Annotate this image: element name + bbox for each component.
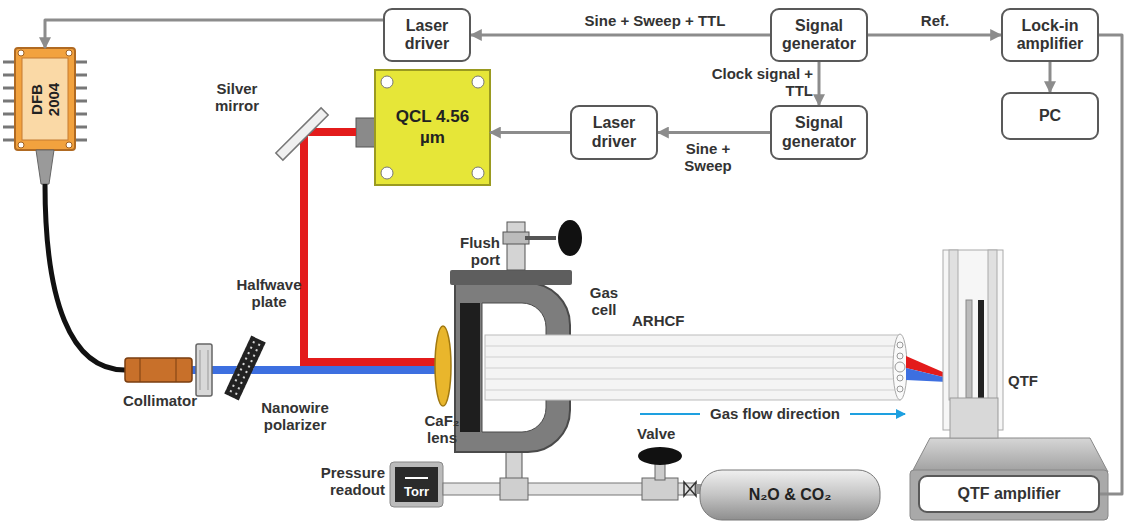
node-text: N₂O & CO₂	[749, 486, 832, 504]
part-label: QTF	[1008, 372, 1048, 389]
signal-connector	[490, 131, 570, 134]
part-label: Silver mirror	[205, 80, 269, 115]
node-text: Pressure readout	[295, 464, 385, 499]
signal-connector	[818, 62, 821, 105]
part-label: ARHCF	[632, 312, 692, 329]
halfwave-plate	[196, 344, 212, 396]
signal-generator-box: Signal generator	[770, 8, 868, 62]
node-text: Laser driver	[577, 114, 651, 151]
nanowire-polarizer	[224, 336, 266, 401]
signal-connector	[1099, 35, 1122, 494]
laser-driver-box: Laser driver	[383, 8, 471, 62]
part-label: Valve	[637, 425, 687, 442]
lock-in-box: Lock-in amplifier	[1001, 8, 1099, 62]
dfb-package	[3, 48, 125, 370]
gas-cylinder: N₂O & CO₂	[700, 470, 880, 520]
node-text: Signal generator	[777, 114, 861, 151]
dfb-laser: DFB 2004	[15, 48, 75, 150]
pc-box: PC	[1001, 92, 1099, 140]
part-label: Nanowire polarizer	[252, 399, 338, 434]
part-label: Flush port	[448, 234, 500, 269]
hollow-core-fiber	[485, 334, 907, 400]
part-label: Gas flow direction	[700, 405, 850, 422]
node-text: QCL 4.56 µm	[391, 107, 475, 148]
qcl-beam	[304, 132, 437, 362]
part-label: Halfwave plate	[230, 276, 308, 311]
node-text: Torr	[395, 484, 438, 499]
signal-label: Ref.	[910, 12, 960, 29]
node-text: Lock-in amplifier	[1008, 17, 1092, 54]
signal-connector	[45, 20, 383, 48]
signal-label: Sine + Sweep	[668, 140, 748, 175]
node-text: Signal generator	[777, 17, 861, 54]
pressure-gauge: Pressure readoutTorr	[395, 467, 438, 502]
signal-connector	[658, 131, 770, 134]
node-text: PC	[1039, 107, 1061, 125]
silver-mirror	[276, 108, 328, 160]
signal-generator-box: Signal generator	[770, 105, 868, 160]
part-label: CaF₂ lens	[414, 412, 470, 447]
part-label: Gas cell	[582, 284, 626, 319]
qtf-amplifier-box: QTF amplifier	[918, 475, 1100, 513]
gas-line	[390, 447, 880, 520]
signal-label: Clock signal + TTL	[695, 65, 813, 100]
node-text: QTF amplifier	[957, 485, 1060, 503]
caf2-lens	[435, 326, 451, 406]
collimator	[125, 358, 192, 382]
qtf-assembly	[910, 250, 1108, 520]
signal-connector	[868, 34, 1001, 37]
signal-label: Sine + Sweep + TTL	[560, 12, 750, 29]
node-text: DFB 2004	[29, 76, 62, 122]
qcl-laser: QCL 4.56 µm	[375, 70, 490, 185]
signal-connector	[471, 34, 770, 37]
laser-driver-box: Laser driver	[570, 105, 658, 160]
dfb-beam	[192, 366, 437, 374]
part-label: Collimator	[118, 392, 202, 409]
node-text: Laser driver	[390, 17, 464, 54]
qcl-package	[356, 70, 490, 185]
signal-connector	[1049, 62, 1052, 92]
